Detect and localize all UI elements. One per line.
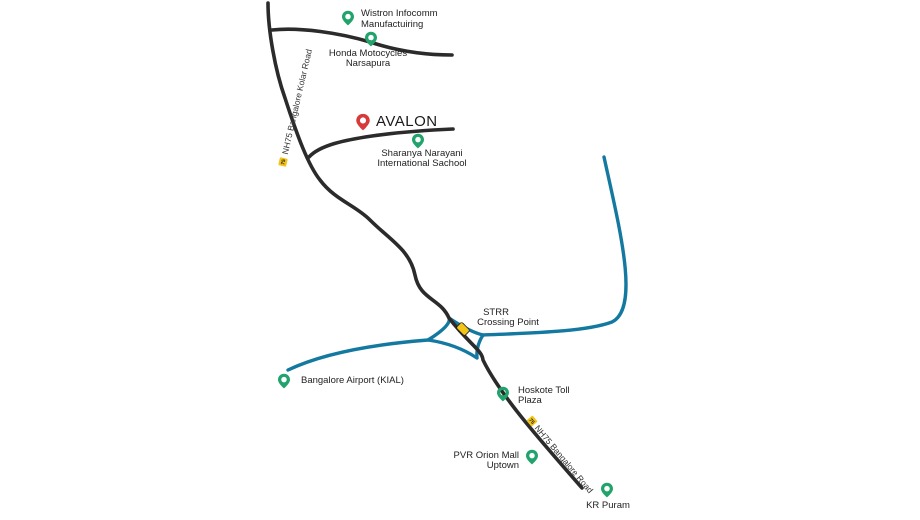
landmark-bangalore-airport[interactable]: Bangalore Airport (KIAL) (278, 373, 404, 389)
road-label: NH75 Bangalore Road (533, 423, 596, 495)
landmark-label: Wistron Infocomm (361, 8, 438, 19)
landmark-pvr-orion[interactable]: PVR Orion Mall Uptown (454, 449, 538, 471)
landmark-sublabel: Uptown (487, 460, 519, 471)
landmark-label: KR Puram (586, 500, 630, 511)
location-pin-icon (342, 10, 354, 26)
highway-shield (526, 415, 538, 427)
landmark-sublabel: Crossing Point (477, 317, 539, 328)
landmark-hoskote-toll[interactable]: Hoskote Toll Plaza (497, 385, 570, 406)
landmark-strr-crossing[interactable]: STRR Crossing Point (456, 307, 539, 336)
interchange-loop (426, 316, 485, 360)
landmark-label: Sharanya Narayani (381, 148, 462, 159)
location-pin-icon (601, 482, 613, 498)
road-label-northern: 75 NH75 Bangalore Kolar Road (278, 48, 314, 167)
ring-road (286, 155, 628, 372)
highway-shield (278, 157, 288, 167)
highway (266, 1, 584, 490)
landmark-sublabel: Narsapura (346, 58, 391, 69)
landmark-label: STRR (483, 307, 509, 318)
location-pin-icon (412, 133, 424, 149)
landmark-sublabel: Manufactuiring (361, 19, 423, 30)
ring-road-east (481, 155, 628, 337)
landmark-sublabel: Plaza (518, 395, 542, 406)
map-pin-icon (356, 113, 370, 131)
project-name: AVALON (376, 113, 438, 130)
highway-shield-number: 75 (280, 159, 287, 166)
landmark-kr-puram[interactable]: KR Puram (586, 482, 630, 511)
landmark-sublabel: International Sachool (377, 158, 466, 169)
project-marker[interactable]: AVALON (356, 113, 438, 131)
highway-spur-avalon (307, 127, 455, 159)
landmark-label: Hoskote Toll (518, 385, 570, 396)
landmark-wistron[interactable]: Wistron Infocomm Manufactuiring (342, 8, 438, 30)
ring-road-west (286, 338, 430, 372)
landmark-label: PVR Orion Mall (454, 450, 519, 461)
interchange-icon (456, 322, 470, 336)
highway-shield-number: 75 (527, 417, 535, 425)
landmark-honda[interactable]: Honda Motocycles Narsapura (329, 31, 407, 69)
highway-main (266, 1, 584, 490)
landmark-label: Bangalore Airport (KIAL) (301, 375, 404, 386)
landmark-label: Honda Motocycles (329, 48, 407, 59)
location-pin-icon (278, 373, 290, 389)
location-pin-icon (526, 449, 538, 465)
landmark-sharanya-school[interactable]: Sharanya Narayani International Sachool (377, 133, 467, 169)
